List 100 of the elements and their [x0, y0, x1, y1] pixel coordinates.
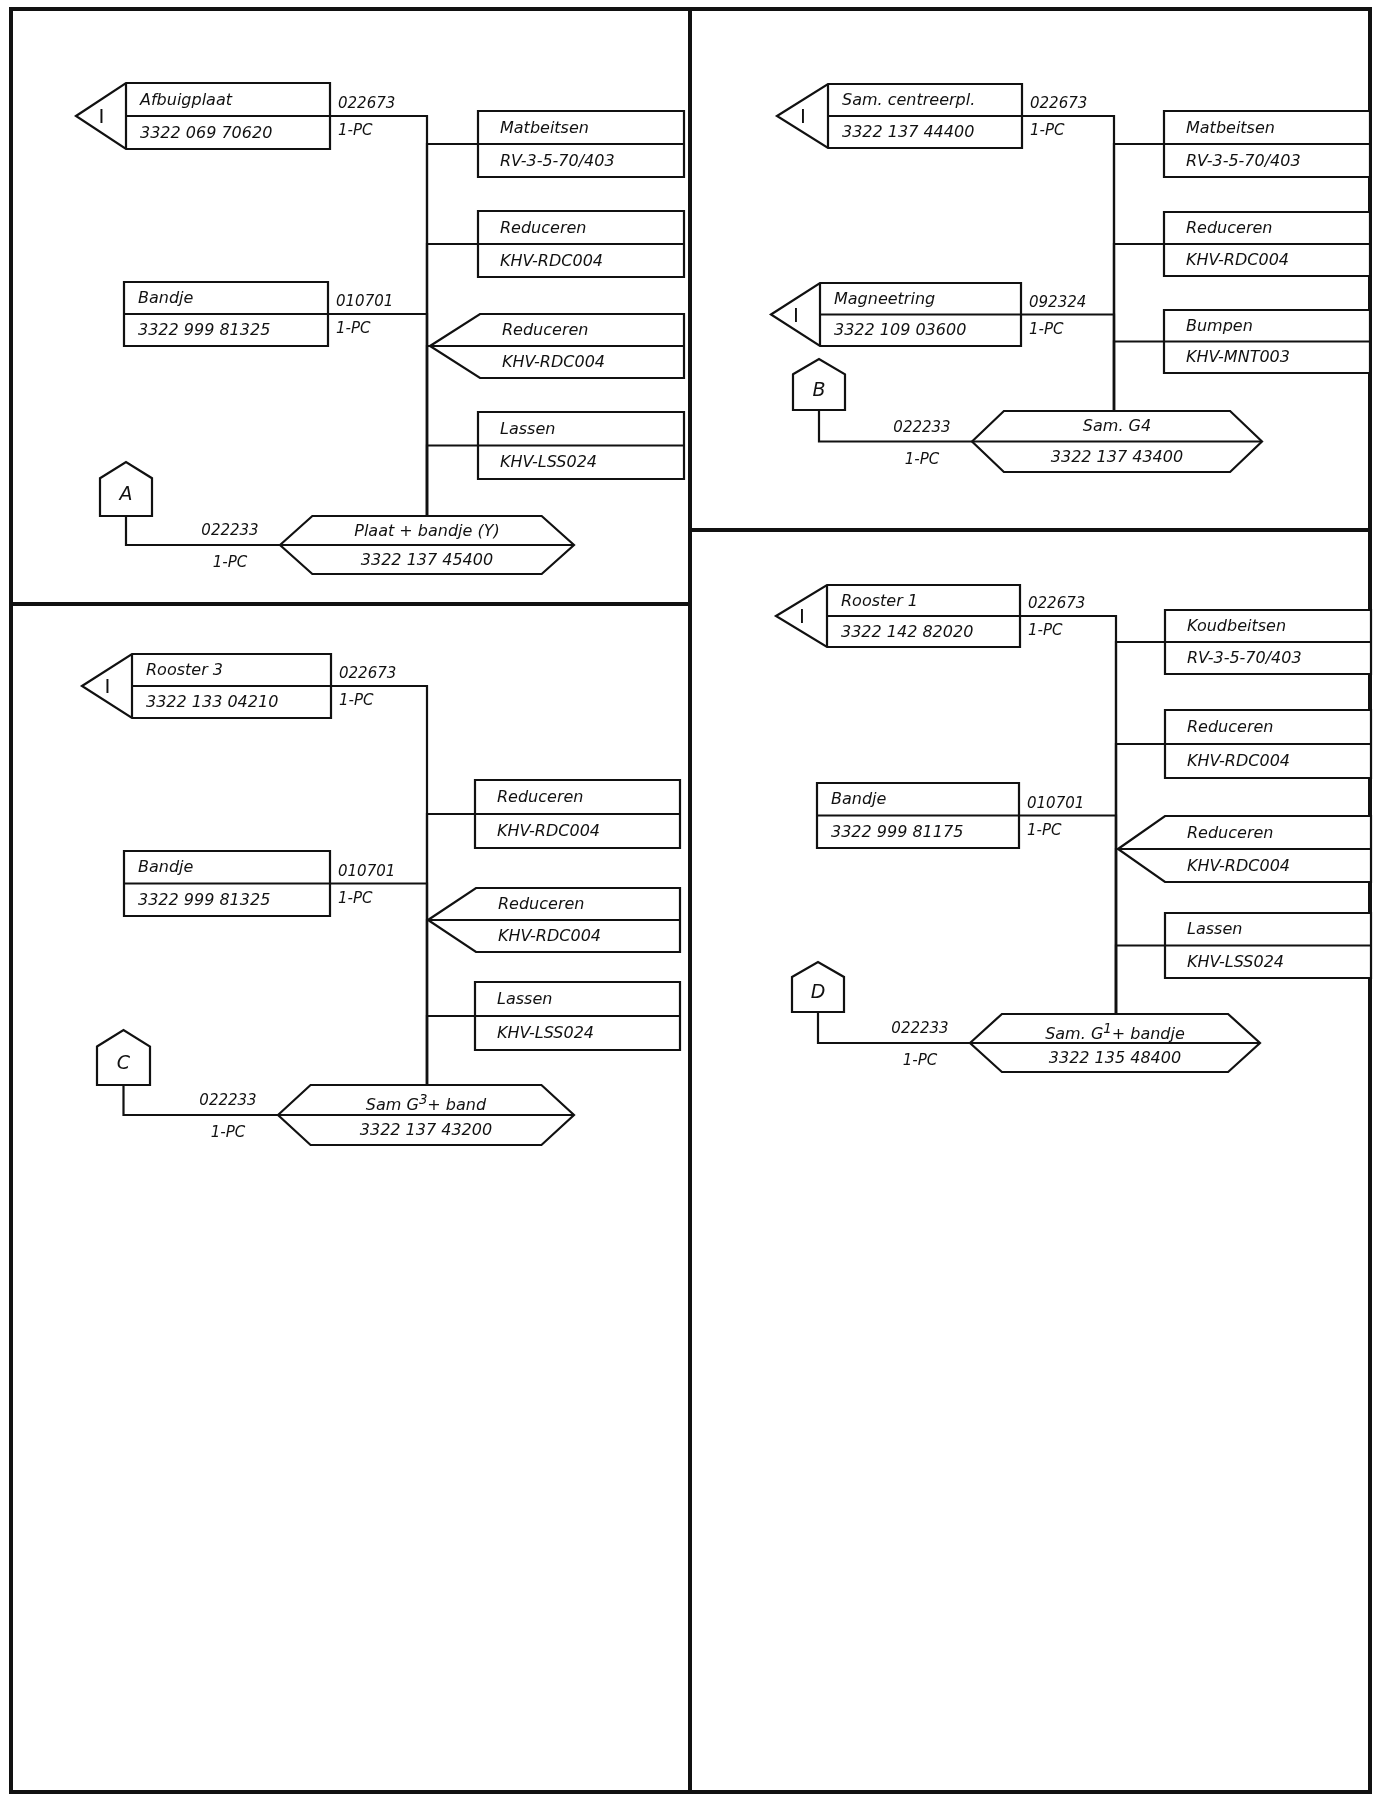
reference-tag — [97, 1030, 150, 1085]
part-number: 3322 109 03600 — [834, 320, 967, 341]
reference-letter: D — [809, 981, 827, 1001]
part-box — [771, 283, 1021, 346]
operation-name: Reduceren — [1187, 822, 1274, 843]
connector-line — [122, 1085, 278, 1117]
assembly-number: 3322 137 43400 — [1049, 446, 1185, 467]
operation-box — [1165, 710, 1371, 778]
reference-tag — [792, 962, 844, 1012]
operation-name: Reduceren — [497, 787, 584, 807]
assembly-name: Sam. G4 — [1081, 416, 1153, 437]
item-code: 010701 — [1027, 793, 1085, 812]
operation-code: KHV-RDC004 — [500, 250, 603, 271]
operation-code: KHV-LSS024 — [1187, 951, 1285, 972]
quantity-label: 1-PC — [338, 121, 373, 139]
operation-box — [478, 412, 684, 479]
part-name: Afbuigplaat — [140, 89, 232, 110]
assembly-number: 3322 137 43200 — [358, 1120, 494, 1140]
assembly-number: 3322 137 45400 — [359, 549, 495, 570]
operation-code: KHV-RDC004 — [1186, 250, 1289, 270]
assembly-hexagon — [280, 516, 574, 574]
item-code: 022673 — [1028, 594, 1086, 612]
quantity-label: 1-PC — [338, 888, 373, 907]
symbol-letter: Bandje — [138, 857, 194, 878]
operation-box — [1164, 212, 1370, 276]
operation-name: Reduceren — [502, 320, 589, 340]
part-number: 3322 069 70620 — [140, 122, 273, 143]
operation-box — [478, 111, 684, 177]
part-box — [124, 282, 328, 346]
item-code: 022673 — [339, 664, 397, 682]
connector-line — [425, 1014, 475, 1085]
part-box — [817, 783, 1019, 848]
operation-name: Lassen — [497, 989, 553, 1009]
item-code: 010701 — [338, 861, 396, 880]
part-box — [76, 83, 330, 149]
part-box — [776, 585, 1020, 647]
part-box — [777, 84, 1022, 148]
operation-code: RV-3-5-70/403 — [1187, 648, 1302, 668]
operation-box — [1164, 310, 1370, 373]
operation-name: Reduceren — [1187, 717, 1274, 737]
part-name: 3322 999 81325 — [138, 320, 271, 340]
reference-letter: C — [115, 1052, 132, 1072]
operation-box — [475, 780, 680, 848]
operation-code: KHV-RDC004 — [1187, 751, 1290, 771]
operation-name: Reduceren — [1186, 218, 1273, 238]
operation-box — [1165, 610, 1371, 674]
quantity-label: 1-PC — [1027, 820, 1062, 839]
item-code: 022233 — [890, 1019, 950, 1037]
part-name: Rooster 3 — [146, 660, 223, 680]
symbol-letter: I — [798, 606, 805, 626]
pointed-operation-box — [428, 888, 680, 952]
operation-name: Matbeitsen — [500, 117, 589, 138]
assembly-hexagon — [970, 1014, 1260, 1072]
quantity-label: 1-PC — [209, 1123, 247, 1141]
connector-line — [1114, 944, 1165, 1014]
assembly-name: Plaat + bandje (Y) — [353, 520, 501, 541]
item-code: 010701 — [336, 292, 394, 310]
quantity-label: 1-PC — [1030, 121, 1065, 139]
assembly-hexagon — [278, 1085, 574, 1145]
operation-name: Reduceren — [500, 217, 587, 238]
part-box — [82, 654, 331, 718]
operation-code: KHV-LSS024 — [500, 452, 598, 473]
item-code: 022233 — [200, 521, 260, 539]
quantity-label: 1-PC — [211, 553, 249, 571]
reference-tag — [100, 462, 152, 516]
part-name: Rooster 1 — [841, 590, 918, 611]
operation-code: KHV-LSS024 — [497, 1023, 595, 1043]
part-name: 3322 999 81175 — [831, 821, 964, 842]
reference-tag — [793, 359, 845, 410]
operation-code: KHV-RDC004 — [497, 821, 600, 841]
operation-code: RV-3-5-70/403 — [500, 150, 615, 171]
item-code: 022673 — [1030, 94, 1088, 112]
assembly-hexagon — [972, 411, 1262, 472]
operation-code: KHV-MNT003 — [1186, 347, 1290, 368]
connector-line — [817, 410, 972, 443]
operation-name: Matbeitsen — [1186, 117, 1275, 138]
connector-line — [124, 516, 280, 547]
operation-name: Reduceren — [498, 894, 585, 914]
operation-name: Koudbeitsen — [1187, 616, 1287, 636]
operation-box — [1164, 111, 1370, 177]
symbol-letter: I — [799, 106, 806, 126]
quantity-label: 1-PC — [1028, 621, 1063, 639]
part-number: 3322 137 44400 — [842, 122, 975, 142]
symbol-letter: I — [98, 106, 105, 126]
pointed-operation-box — [1118, 816, 1371, 882]
operation-code: RV-3-5-70/403 — [1186, 150, 1301, 171]
assembly-name: Sam G$^{3}$+ band — [364, 1091, 488, 1116]
part-name: Sam. centreerpl. — [842, 90, 976, 110]
part-name: Magneetring — [834, 288, 936, 309]
operation-box — [1165, 913, 1371, 978]
part-number: 3322 142 82020 — [841, 621, 974, 642]
assembly-number: 3322 135 48400 — [1047, 1047, 1183, 1068]
quantity-label: 1-PC — [336, 319, 371, 337]
item-code: 022673 — [338, 94, 396, 112]
operation-name: Lassen — [1187, 919, 1243, 940]
item-code: 092324 — [1029, 292, 1087, 311]
pointed-operation-box — [430, 314, 684, 378]
part-number: 3322 133 04210 — [146, 692, 279, 712]
operation-name: Bumpen — [1186, 315, 1253, 336]
connector-line — [1112, 340, 1164, 411]
